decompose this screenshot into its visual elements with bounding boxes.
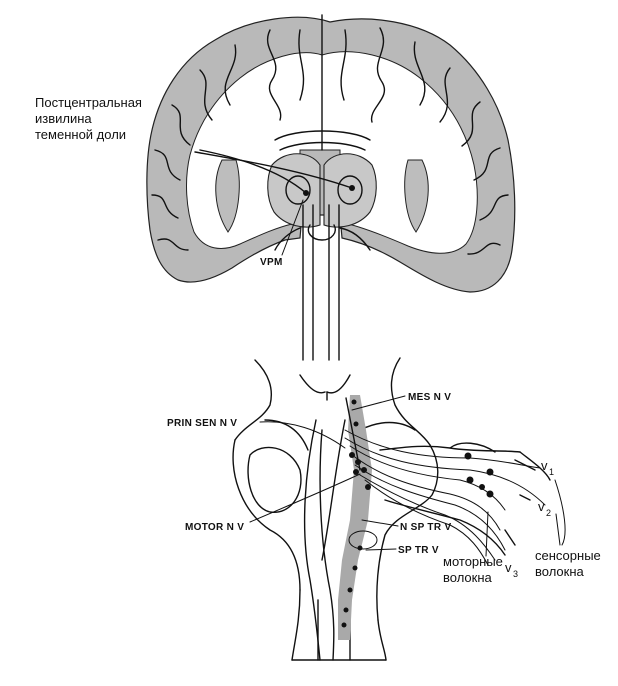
descending-fibers — [303, 419, 378, 661]
label-v1: v — [541, 458, 548, 473]
brain-coronal-section — [146, 14, 516, 293]
label-motor-n-v: MOTOR N V — [185, 522, 244, 533]
label-postcentral-line1: Постцентральная — [35, 95, 142, 110]
brainstem — [232, 357, 439, 661]
label-v3-sub: 3 — [513, 569, 518, 579]
mes-n-v-column — [338, 395, 372, 640]
ascending-tract — [302, 204, 340, 361]
label-vpm: VPM — [260, 257, 283, 268]
label-v2-sub: 2 — [546, 508, 551, 518]
label-postcentral-line3: теменной доли — [35, 127, 126, 142]
label-pointers — [249, 395, 566, 557]
thalamus — [267, 153, 321, 228]
label-prin-sen-n-v: PRIN SEN N V — [167, 418, 237, 429]
label-n-sp-tr-v: N SP TR V — [400, 522, 451, 533]
label-sp-tr-v: SP TR V — [398, 545, 439, 556]
label-mes-n-v: MES N V — [408, 392, 451, 403]
label-v1-sub: 1 — [549, 467, 554, 477]
label-v3: v — [505, 560, 512, 575]
label-sensory-fibers-line2: волокна — [535, 564, 585, 579]
label-v2: v — [538, 499, 545, 514]
labels: Постцентральная извилина теменной доли V… — [35, 95, 601, 585]
trigeminal-nerve — [344, 429, 551, 566]
label-sensory-fibers-line1: сенсорные — [535, 548, 601, 563]
vpm-right-nucleus — [337, 175, 363, 205]
vpm-left-nucleus — [285, 175, 311, 205]
label-motor-fibers-line1: моторные — [443, 554, 503, 569]
label-motor-fibers-line2: волокна — [443, 570, 493, 585]
label-postcentral-line2: извилина — [35, 111, 92, 126]
